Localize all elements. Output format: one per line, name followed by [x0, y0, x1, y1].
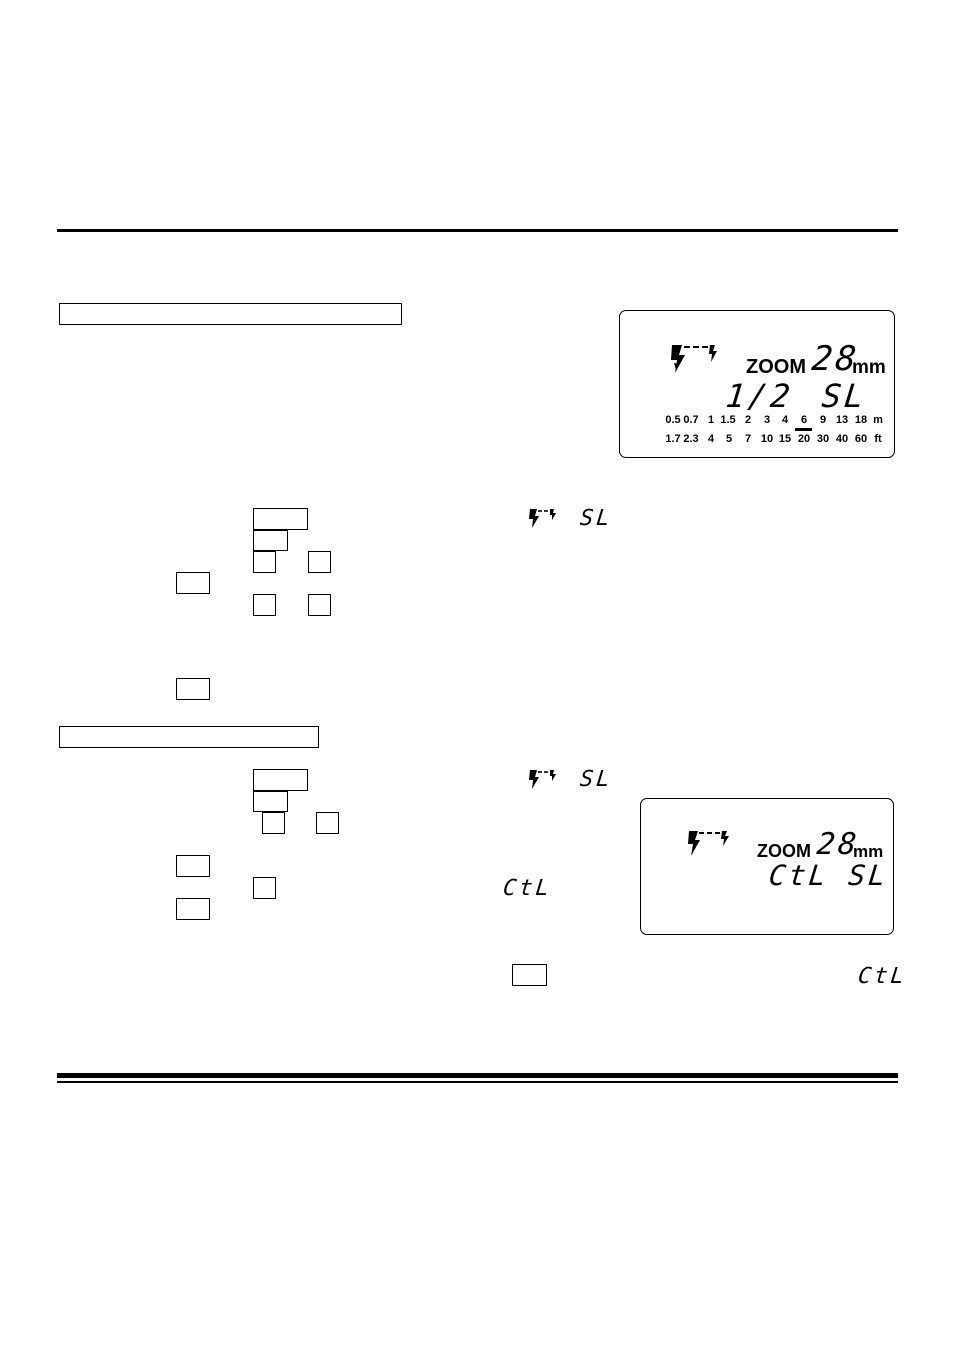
sel-button[interactable] [253, 530, 288, 551]
plus-button[interactable] [253, 594, 276, 616]
zoom-unit: mm [853, 842, 884, 861]
scale-m-value: 3 [763, 414, 771, 426]
plus-button[interactable] [253, 551, 276, 573]
minus-button[interactable] [308, 551, 331, 573]
scale-ft-value: 10 [760, 433, 774, 445]
scale-m-value: 1.5 [720, 414, 736, 426]
scale-ft-value-highlighted: 20 [797, 433, 811, 445]
lcd-panel-slave: ZOOM 28 mm 1/2 SL 0.5 0.7 1 1.5 2 3 4 6 … [619, 310, 895, 458]
inline-ctl-symbol: CtL [856, 964, 909, 989]
zoom-label: ZOOM [746, 356, 806, 378]
scale-m-value: 0.5 [665, 414, 681, 426]
scale-ft-value: 30 [816, 433, 830, 445]
zoom-label: ZOOM [757, 841, 811, 861]
minus-button[interactable] [308, 594, 331, 616]
mode-value: CtL SL [767, 859, 890, 892]
scale-ft-value: 40 [835, 433, 849, 445]
distance-indicator-bar [795, 428, 812, 431]
scale-m-value: 9 [819, 414, 827, 426]
top-rule [57, 229, 898, 232]
set-button[interactable] [512, 964, 547, 986]
flash-icon [529, 509, 556, 528]
bottom-rule-thin [57, 1081, 898, 1083]
bottom-rule-thick [57, 1073, 898, 1078]
scale-m-value-highlighted: 6 [800, 414, 808, 426]
flash-icon [529, 770, 556, 789]
mode-button[interactable] [253, 769, 308, 791]
mode-value: SL [820, 377, 869, 415]
inline-mode-symbol: SL [578, 506, 614, 531]
scale-m-value: 0.7 [683, 414, 699, 426]
minus-button[interactable] [316, 812, 339, 834]
inline-ctl-symbol: CtL [501, 876, 554, 901]
scale-ft-value: 5 [725, 433, 733, 445]
power-value: 1/2 [724, 377, 795, 415]
scale-m-value: 4 [781, 414, 789, 426]
scale-m-value: 2 [744, 414, 752, 426]
scale-ft-value: 4 [707, 433, 715, 445]
scale-m-unit: m [873, 414, 883, 426]
section-heading-box-2 [59, 726, 319, 748]
scale-ft-value: 7 [744, 433, 752, 445]
plus-button[interactable] [262, 812, 285, 834]
set-button[interactable] [176, 678, 210, 700]
scale-m-value: 18 [854, 414, 868, 426]
section-heading-box-1 [59, 303, 402, 325]
scale-m-value: 13 [835, 414, 849, 426]
lcd-panel-controller: ZOOM 28 mm CtL SL [640, 798, 894, 935]
set-button[interactable] [176, 898, 210, 920]
flash-icon [671, 345, 717, 373]
scale-ft-value: 2.3 [683, 433, 699, 445]
scale-ft-value: 15 [778, 433, 792, 445]
distance-scale-ft: 1.7 2.3 4 5 7 10 15 20 30 40 60 ft [620, 434, 896, 446]
sel-button[interactable] [253, 791, 288, 812]
scale-ft-value: 1.7 [665, 433, 681, 445]
scale-ft-value: 60 [854, 433, 868, 445]
scale-ft-unit: ft [874, 433, 882, 445]
scale-m-value: 1 [707, 414, 715, 426]
flash-icon [688, 831, 729, 856]
distance-scale-m: 0.5 0.7 1 1.5 2 3 4 6 9 13 18 m [620, 415, 896, 427]
inline-mode-symbol: SL [578, 767, 614, 792]
mode-button[interactable] [253, 508, 308, 530]
zoom-unit: mm [852, 357, 886, 378]
set-button[interactable] [176, 855, 210, 877]
plus-button[interactable] [253, 877, 276, 899]
set-button[interactable] [176, 572, 210, 594]
